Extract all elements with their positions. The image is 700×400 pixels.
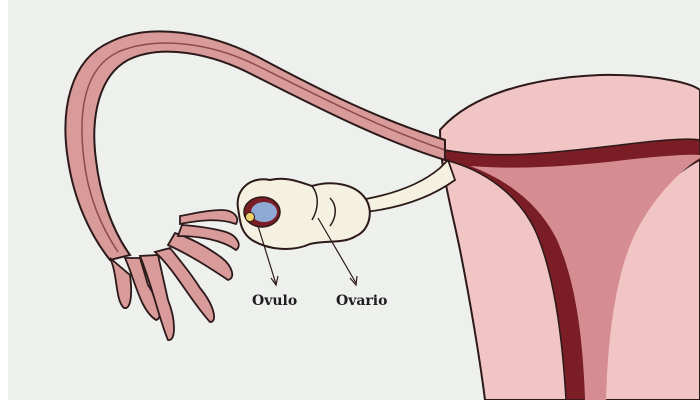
follicle-fluid bbox=[251, 202, 277, 222]
ovum-label: Ovulo bbox=[252, 293, 297, 309]
ovary-label: Ovario bbox=[336, 293, 387, 309]
ovum bbox=[246, 213, 255, 222]
